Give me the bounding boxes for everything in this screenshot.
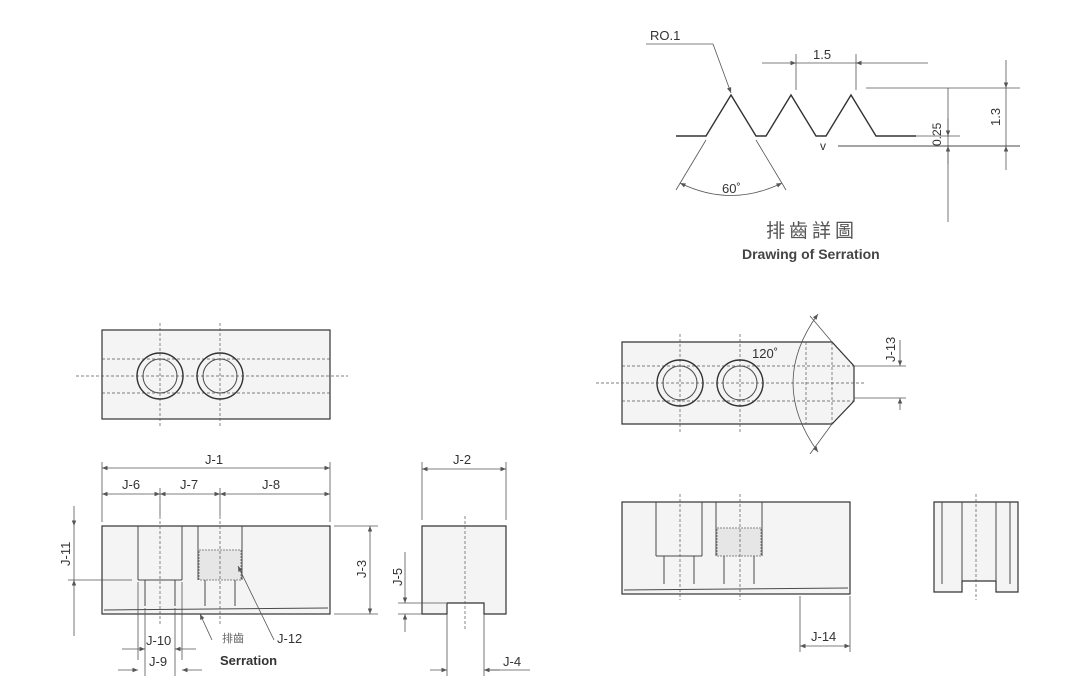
dim-j9: J-9 xyxy=(149,654,167,669)
height-label: 1.3 xyxy=(988,108,1003,126)
serration-profile xyxy=(676,93,916,137)
dim-j12: J-12 xyxy=(277,631,302,646)
dim-j6: J-6 xyxy=(122,477,140,492)
left-side-view: J-2 J-5 J-4 xyxy=(390,452,530,676)
angle-120-label: 120˚ xyxy=(752,346,778,361)
dim-j2: J-2 xyxy=(453,452,471,467)
serration-title-en: Drawing of Serration xyxy=(742,246,880,262)
dim-j10: J-10 xyxy=(146,633,171,648)
radius-label: RO.1 xyxy=(650,28,680,43)
dim-j14: J-14 xyxy=(811,629,836,644)
serration-label-en: Serration xyxy=(220,653,277,668)
left-front-view: J-1 J-6 J-7 J-8 J-11 J-3 J-10 J-9 xyxy=(58,452,378,676)
depth-small-label: 0.25 xyxy=(930,122,944,146)
dim-j8: J-8 xyxy=(262,477,280,492)
right-top-view: 120˚ J-13 xyxy=(596,313,906,455)
dim-j13: J-13 xyxy=(883,337,898,362)
dim-j7: J-7 xyxy=(180,477,198,492)
dim-j5: J-5 xyxy=(390,568,405,586)
left-top-view xyxy=(76,323,348,426)
serration-detail: v RO.1 1.5 60˚ 0.25 1.3 排齒詳圖 Drawing of … xyxy=(646,28,1020,262)
dim-j11: J-11 xyxy=(58,542,73,566)
pitch-label: 1.5 xyxy=(813,47,831,62)
dim-j4: J-4 xyxy=(503,654,521,669)
svg-text:v: v xyxy=(820,139,826,153)
serration-title-zh: 排齒詳圖 xyxy=(766,220,858,242)
dim-j1: J-1 xyxy=(205,452,223,467)
serration-label-zh: 排齒 xyxy=(222,631,244,645)
right-front-view: J-14 xyxy=(621,494,851,652)
angle-60-label: 60˚ xyxy=(722,181,741,196)
right-side-view xyxy=(933,494,1019,600)
dim-j3: J-3 xyxy=(354,560,369,578)
